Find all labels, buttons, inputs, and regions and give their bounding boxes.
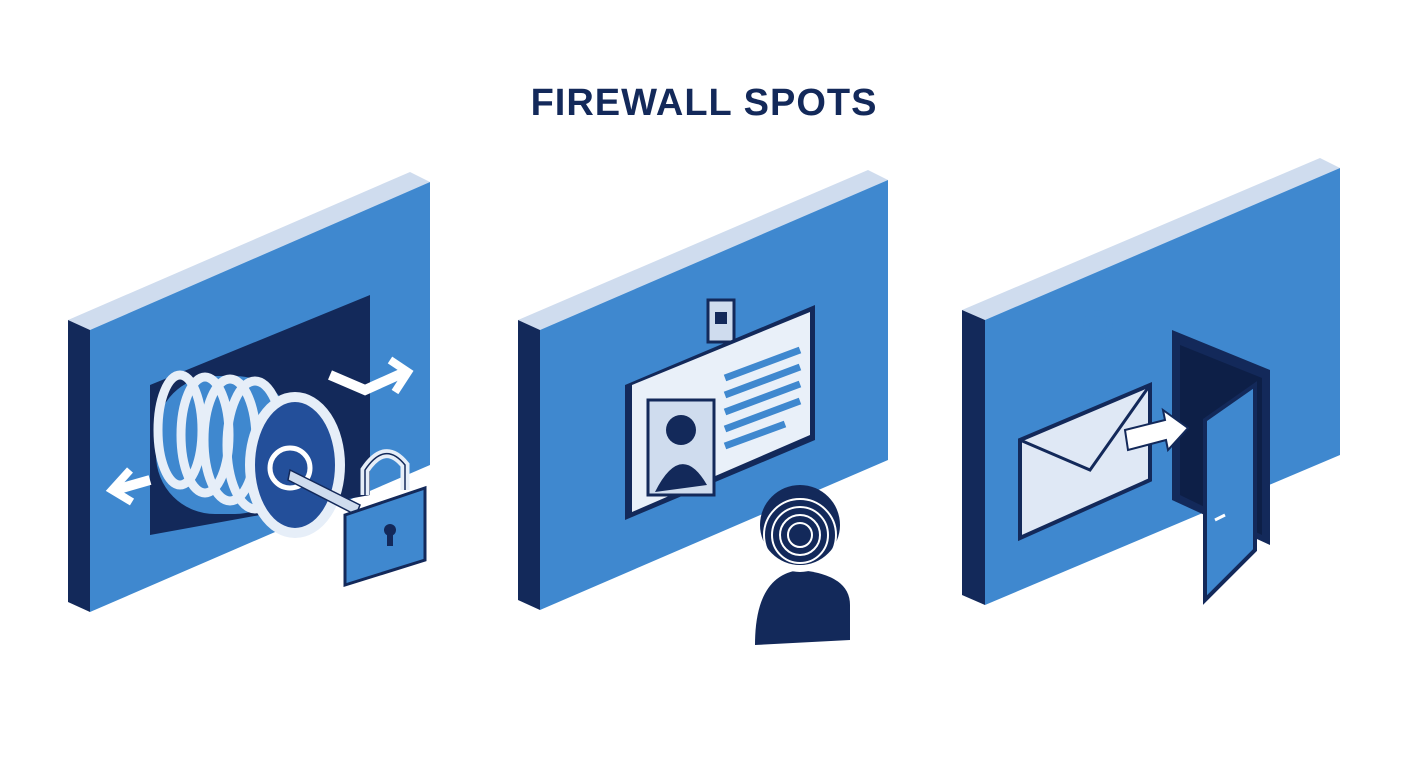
firewall-panel-port [68,172,430,612]
id-badge-icon [625,298,815,520]
arrow-right-icon [328,356,414,396]
pipe-coil-icon [153,370,361,538]
page-title: FIREWALL SPOTS [530,82,878,124]
arrow-into-door-icon [1123,407,1190,453]
firewall-panel-identity [518,170,888,645]
fingerprint-person-icon [755,485,850,645]
arrow-left-icon [105,467,152,506]
padlock-icon [343,449,427,588]
fishing-hook-icon [1075,310,1113,406]
envelope-icon [1018,381,1152,542]
door-icon [1172,330,1270,605]
firewall-panel-phishing [962,158,1340,605]
